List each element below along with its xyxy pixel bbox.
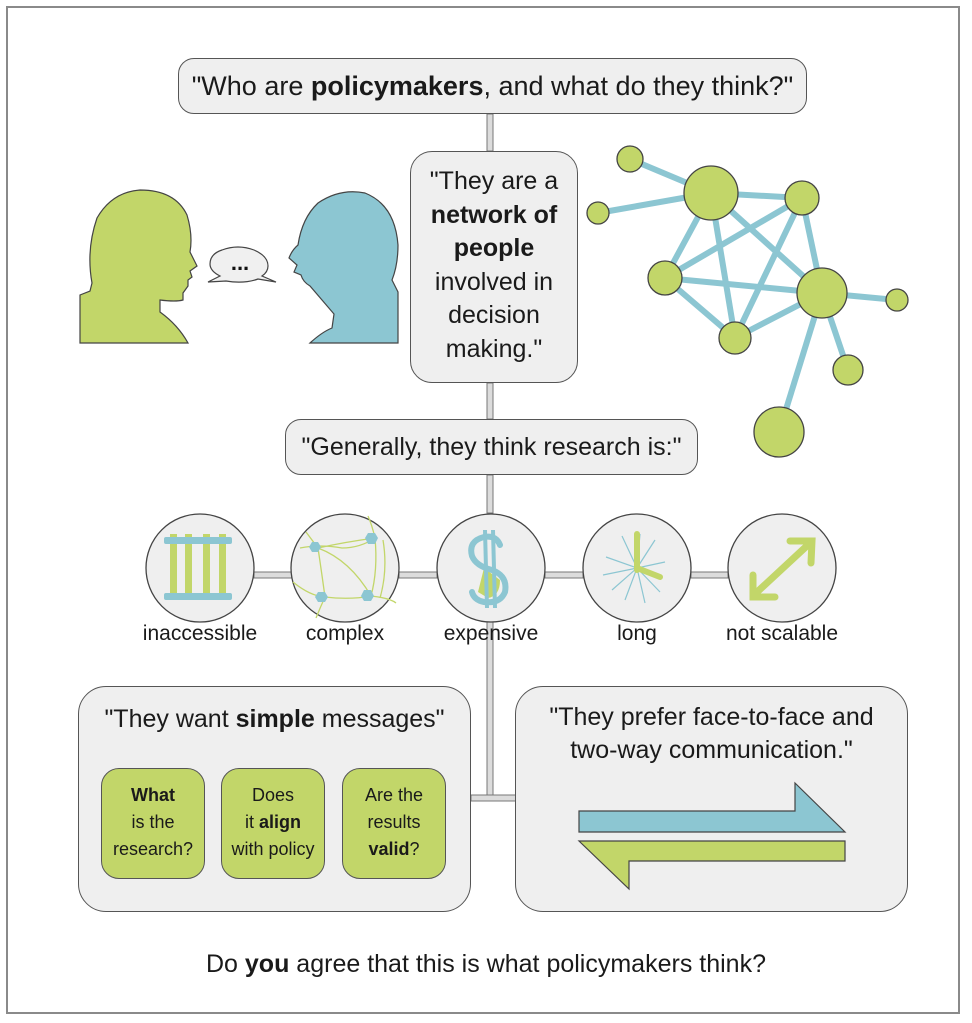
network-quote-line4: involved in [434,267,554,296]
general-quote-text: "Generally, they think research is:" [301,433,682,461]
header-question-bold: policymakers [310,71,484,101]
network-node [784,180,820,216]
network-edge [663,195,804,281]
trait-circle-inaccessible [145,513,255,623]
barrier-icon [164,534,232,600]
trait-label-long: long [617,622,657,645]
general-quote-box: "Generally, they think research is:" [285,419,698,475]
network-edge [732,196,805,340]
message-card-what: What is the research? [101,768,205,879]
trait-label-inaccessible: inaccessible [142,622,258,645]
network-node [647,260,683,296]
network-quote-bold1: network of [430,200,558,229]
face-to-face-box: "They prefer face-to-face and two-way co… [515,686,908,912]
trait-label-complex: complex [305,622,385,645]
network-node [718,321,752,355]
network-quote-line6: making." [445,334,543,363]
dollar-icon [468,529,509,609]
header-question-suffix: , and what do they think?" [483,71,794,101]
network-node [796,267,848,319]
double-arrow-icon [749,537,816,601]
network-node [832,354,864,386]
speech-bubble [207,246,277,283]
trait-label-not-scalable: not scalable [725,622,839,645]
network-quote-line5: decision [448,301,540,329]
header-question-prefix: "Who are [191,71,311,101]
speech-bubble-dots: ... [231,250,249,275]
network-node [753,406,805,458]
message-card-align: Does it align with policy [221,768,325,879]
face-to-face-heading: "They prefer face-to-face and two-way co… [549,703,874,764]
closing-question: Do you agree that this is what policymak… [206,950,766,978]
clock-icon [602,531,666,604]
network-node [616,145,644,173]
simple-messages-heading: "They want simple messages" [104,705,445,733]
header-question-box: "Who are policymakers, and what do they … [178,58,807,114]
network-node [586,201,610,225]
tangled-network-nodes [309,533,378,602]
trait-circle-complex [290,513,400,623]
network-quote-box: "They are a network of people involved i… [410,151,578,383]
network-graph [586,145,909,458]
trait-label-expensive: expensive [443,622,539,645]
blue-head-silhouette [288,191,399,344]
message-card-valid: Are the results valid? [342,768,446,879]
green-head-silhouette [79,189,198,344]
network-node [885,288,909,312]
connector-horizontal-bottom [470,794,517,802]
network-quote-bold2: people [453,234,535,262]
network-node [683,165,739,221]
network-edge [664,275,823,296]
network-quote-line1: "They are a [429,167,559,195]
